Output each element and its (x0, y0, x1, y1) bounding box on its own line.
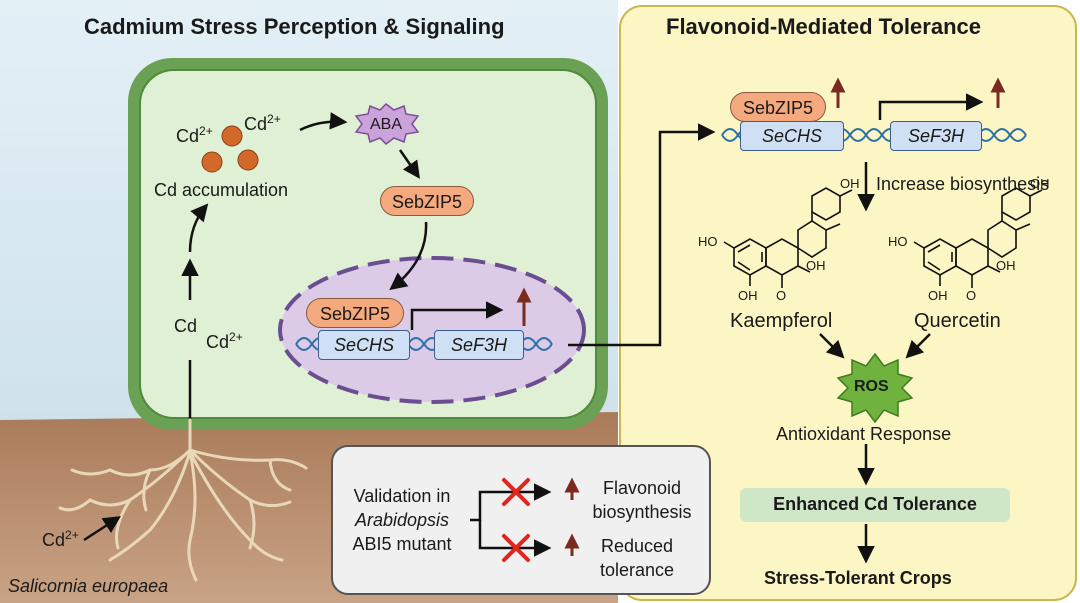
right-panel-title: Flavonoid-Mediated Tolerance (666, 14, 981, 39)
atom-label: OH (738, 288, 758, 303)
quercetin-structure (913, 187, 1043, 288)
stress-tolerant-crops-label: Stress-Tolerant Crops (764, 568, 952, 588)
cd-soil-label: Cd2+ (42, 528, 79, 550)
sebzip5-right: SebZIP5 (730, 92, 826, 122)
roots (58, 418, 308, 582)
nucleus (278, 256, 586, 404)
ros-label: ROS (854, 378, 889, 395)
antioxidant-response-label: Antioxidant Response (776, 424, 952, 444)
atom-label: HO (698, 234, 718, 249)
gene-sechs-nucleus: SeCHS (318, 330, 410, 360)
ros-burst (836, 352, 914, 424)
species-label: Salicornia europaea (8, 576, 169, 596)
atom-label: O (776, 288, 787, 303)
increase-biosynthesis-label: Increase biosynthesis (876, 174, 1050, 194)
cd-uptake-label: Cd (174, 316, 198, 336)
cd-ion-label: Cd2+ (244, 112, 281, 134)
kaempferol-label: Kaempferol (730, 310, 833, 332)
atom-label: O (966, 288, 977, 303)
aba-label: ABA (370, 116, 403, 133)
kaempferol-structure (723, 187, 853, 288)
validation-box (331, 445, 711, 595)
cd-ion (201, 151, 223, 173)
atom-label: OH (996, 258, 1016, 273)
validation-label: Validation in Arabidopsis ABI5 mutant (352, 486, 452, 554)
cd-ion (221, 125, 243, 147)
atom-label: HO (888, 234, 908, 249)
cd-ion-label: Cd2+ (176, 124, 213, 146)
cd-accumulation-label: Cd accumulation (154, 180, 289, 200)
cd-uptake-label: Cd2+ (206, 330, 243, 352)
aba-star (354, 103, 420, 145)
enhanced-tolerance-label: Enhanced Cd Tolerance (773, 494, 977, 514)
atom-label: OH (928, 288, 948, 303)
outcome-flavonoid: Flavonoid biosynthesis (592, 478, 692, 522)
gene-sef3h-right: SeF3H (890, 121, 982, 151)
outcome-tolerance: Reduced tolerance (599, 536, 675, 580)
cross-icon (502, 478, 530, 562)
enhanced-tolerance-box (740, 488, 1010, 522)
left-panel-title: Cadmium Stress Perception & Signaling (84, 14, 505, 39)
sebzip5-cytoplasm: SebZIP5 (380, 186, 474, 216)
gene-sef3h-nucleus: SeF3H (434, 330, 524, 360)
sebzip5-nucleus: SebZIP5 (306, 298, 404, 328)
right-panel-background (619, 5, 1077, 601)
quercetin-label: Quercetin (914, 310, 1001, 332)
atom-label: OH (1030, 176, 1050, 191)
cd-ion (237, 149, 259, 171)
atom-label: OH (840, 176, 860, 191)
gene-sechs-right: SeCHS (740, 121, 844, 151)
atom-label: OH (806, 258, 826, 273)
